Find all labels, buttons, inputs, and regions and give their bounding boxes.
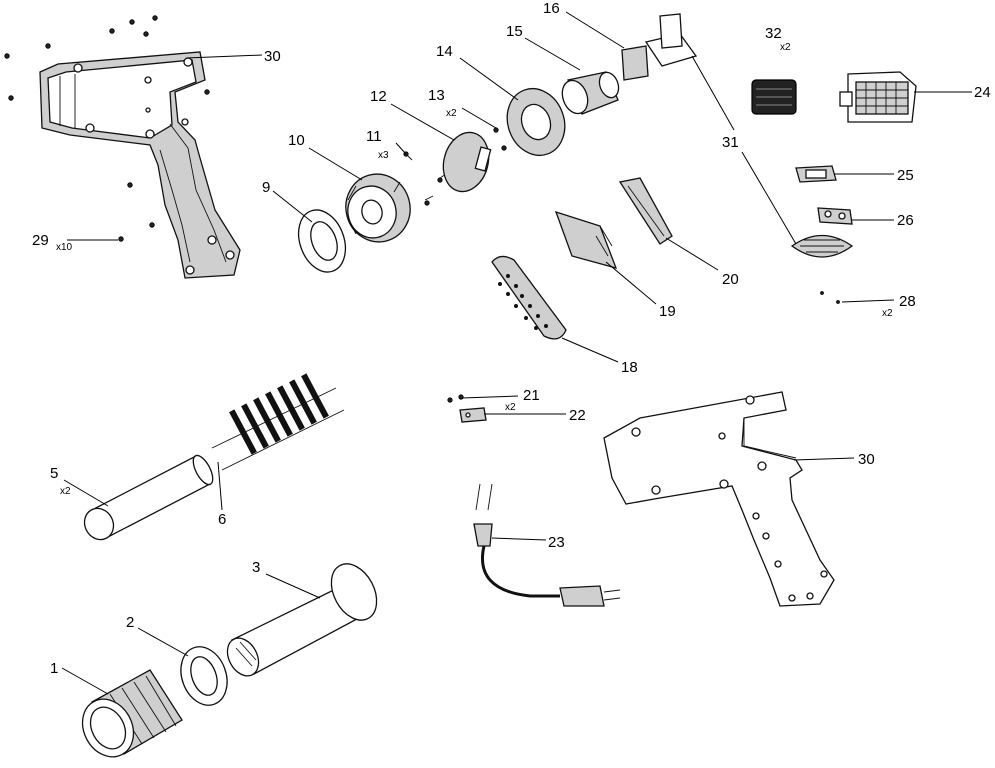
callout-22: 22 — [569, 407, 586, 424]
part-13-screws — [493, 127, 507, 151]
callout-19: 19 — [659, 303, 676, 320]
callout-13: 13 — [428, 87, 445, 104]
callout-9: 9 — [262, 179, 270, 196]
callout-13-qty: x2 — [446, 108, 457, 119]
part-10-fan-housing — [345, 173, 411, 243]
part-30-housing-right — [603, 391, 835, 607]
callout-labels: 1 2 3 5 x2 6 9 10 11 x3 12 13 x2 14 15 1… — [32, 0, 991, 677]
callout-20: 20 — [722, 271, 739, 288]
callout-24: 24 — [974, 84, 991, 101]
part-19-bracket — [554, 210, 618, 269]
callout-11: 11 — [366, 128, 382, 145]
callout-18: 18 — [621, 359, 638, 376]
part-9-ring — [297, 209, 347, 273]
callout-16: 16 — [543, 0, 560, 17]
part-5-tube — [83, 454, 214, 541]
part-22-cable-clamp — [459, 407, 487, 423]
part-14-ring — [506, 87, 566, 157]
part-18-perforated-sleeve — [491, 255, 567, 340]
part-3-outer-tube — [226, 563, 378, 677]
callout-32: 32 — [765, 25, 782, 42]
callout-11-qty: x3 — [378, 150, 389, 161]
callout-29: 29 — [32, 232, 49, 249]
part-28-pins — [820, 291, 840, 304]
part-6-heating-element — [211, 373, 345, 471]
part-30-housing-left — [39, 51, 241, 279]
callout-14: 14 — [436, 43, 453, 60]
callout-32-qty: x2 — [780, 42, 791, 53]
part-12-disc — [442, 131, 492, 193]
part-24-module — [839, 71, 917, 123]
callout-12: 12 — [370, 88, 387, 105]
part-29-screws — [4, 15, 210, 242]
callout-6: 6 — [218, 511, 226, 528]
callout-5: 5 — [50, 465, 58, 482]
callout-31: 31 — [722, 134, 739, 151]
part-31-switch — [644, 13, 854, 258]
callout-15: 15 — [506, 23, 523, 40]
callout-26: 26 — [897, 212, 914, 229]
callout-28: 28 — [899, 293, 916, 310]
part-1-nozzle — [81, 669, 183, 758]
callout-2: 2 — [126, 614, 134, 631]
callout-30-top: 30 — [264, 48, 281, 65]
callout-1: 1 — [50, 660, 58, 677]
part-26-clip — [817, 207, 853, 225]
callout-5-qty: x2 — [60, 486, 71, 497]
part-21-screws — [447, 394, 464, 403]
part-2-gasket — [180, 646, 228, 706]
part-20-strip — [618, 177, 673, 245]
part-16-plate — [621, 45, 649, 81]
part-23-power-cord — [473, 483, 621, 607]
part-15-motor — [561, 71, 620, 115]
callout-23: 23 — [548, 534, 565, 551]
callout-3: 3 — [252, 559, 260, 576]
callout-21: 21 — [523, 387, 540, 404]
part-32-knob — [751, 79, 797, 115]
callout-30-bottom: 30 — [858, 451, 875, 468]
callout-10: 10 — [288, 132, 305, 149]
part-25-pad — [795, 165, 837, 183]
callout-21-qty: x2 — [505, 402, 516, 413]
leader-lines — [61, 11, 972, 695]
part-11-screws — [403, 151, 447, 206]
callout-28-qty: x2 — [882, 308, 893, 319]
callout-25: 25 — [897, 167, 914, 184]
callout-29-qty: x10 — [56, 242, 73, 253]
